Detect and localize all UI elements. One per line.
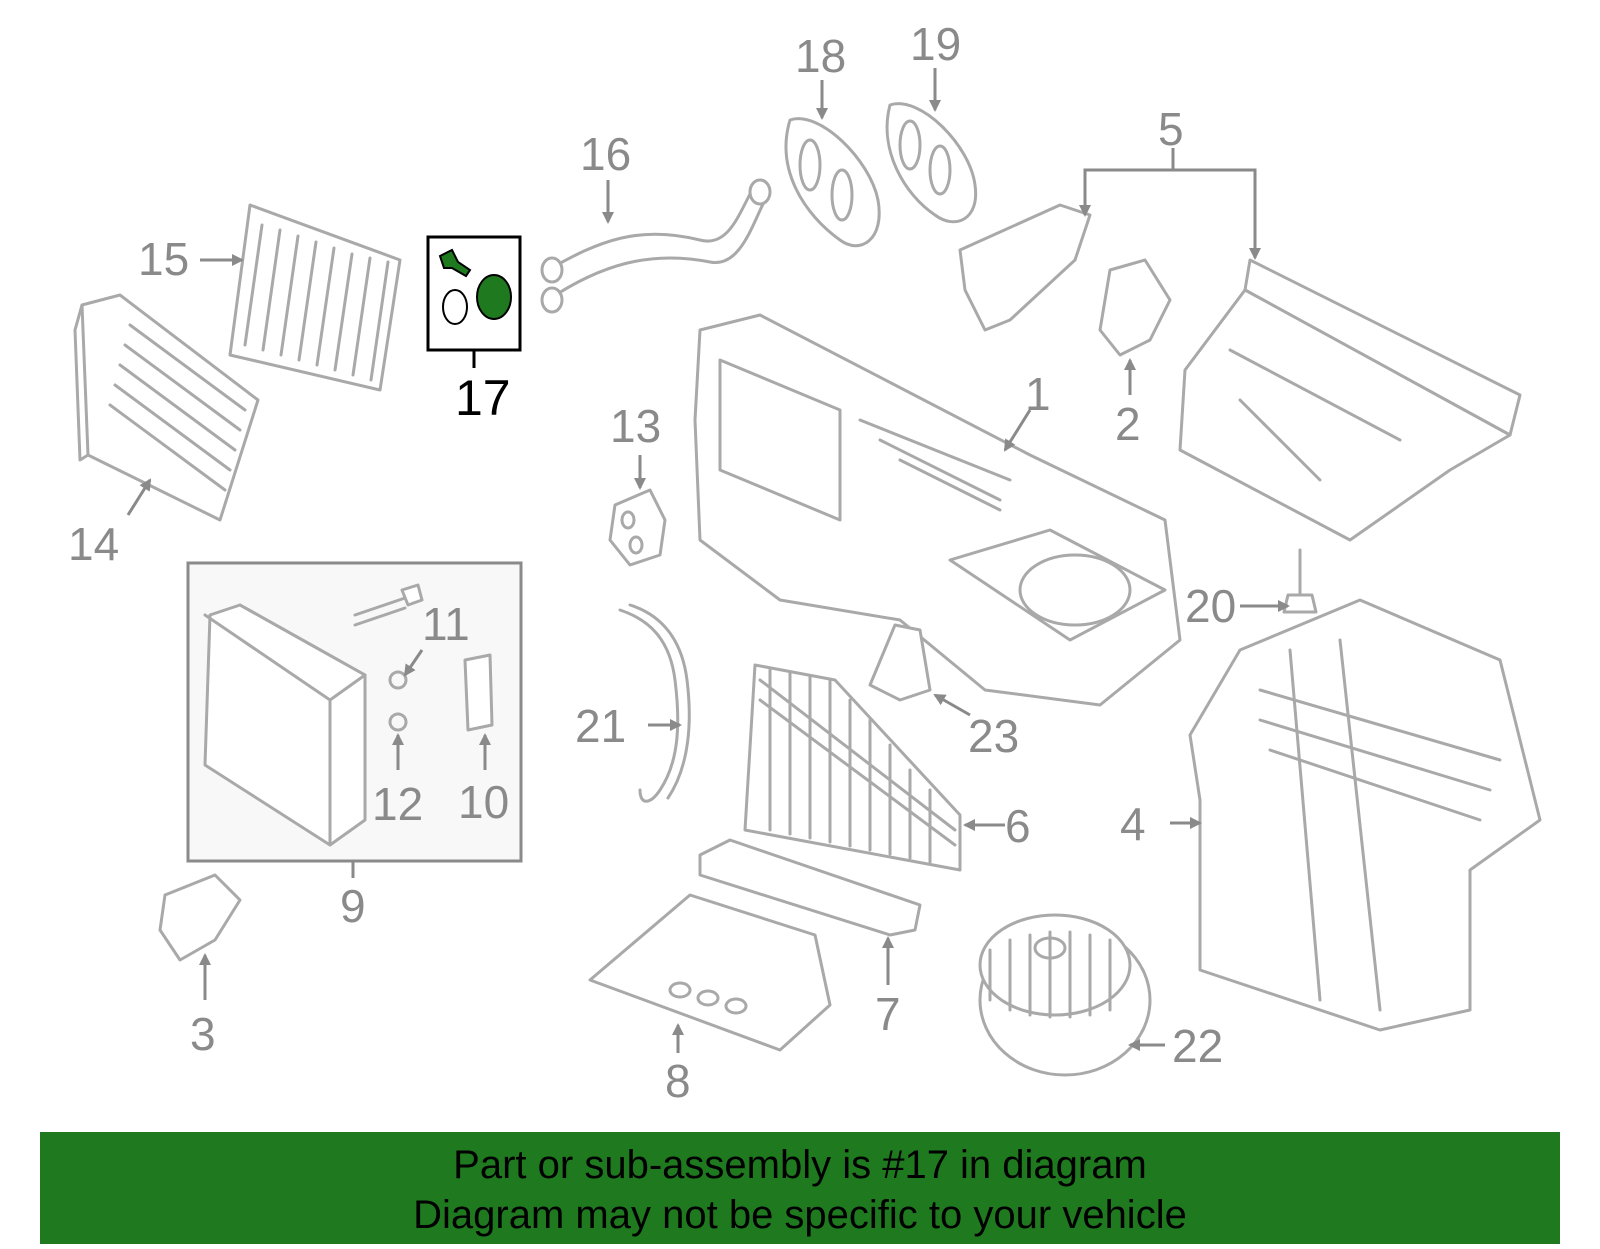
part-7-bracket[interactable] — [698, 838, 922, 937]
callout-19: 19 — [910, 18, 961, 70]
parts-diagram: 1 2 3 4 5 6 7 8 9 10 11 12 13 14 15 16 1… — [68, 18, 1542, 1107]
part-4-housing[interactable] — [1188, 598, 1542, 1032]
part-6-cabin-filter[interactable] — [743, 663, 962, 872]
callout-18: 18 — [795, 30, 846, 82]
part-5-components[interactable] — [958, 203, 1522, 542]
callout-3: 3 — [190, 1008, 216, 1060]
callout-17-highlighted: 17 — [455, 370, 511, 426]
callout-9: 9 — [340, 880, 366, 932]
banner-line-part-info: Part or sub-assembly is #17 in diagram — [453, 1143, 1147, 1187]
part-23-resistor[interactable] — [868, 623, 932, 702]
callout-5: 5 — [1158, 103, 1184, 155]
callout-22: 22 — [1172, 1020, 1223, 1072]
callout-21: 21 — [575, 700, 626, 752]
part-18-grommet[interactable] — [784, 117, 881, 248]
part-14-radiator[interactable] — [73, 293, 260, 522]
callout-4: 4 — [1120, 798, 1146, 850]
part-2-actuator[interactable] — [1098, 258, 1172, 357]
part-3-sensor[interactable] — [158, 873, 242, 962]
callout-7: 7 — [875, 988, 901, 1040]
callout-16: 16 — [580, 128, 631, 180]
banner-line-disclaimer: Diagram may not be specific to your vehi… — [413, 1193, 1187, 1237]
callout-23: 23 — [968, 710, 1019, 762]
callout-13: 13 — [610, 400, 661, 452]
part-9-evaporator-group[interactable] — [186, 561, 523, 863]
callout-2: 2 — [1115, 398, 1141, 450]
callout-8: 8 — [665, 1055, 691, 1107]
part-17-seal-kit[interactable] — [426, 235, 522, 368]
info-banner: Part or sub-assembly is #17 in diagram D… — [40, 1132, 1560, 1244]
part-8-tray[interactable] — [588, 893, 832, 1052]
part-21-hose[interactable] — [618, 603, 691, 803]
part-20-bolt[interactable] — [1282, 548, 1318, 614]
part-16-heater-pipes[interactable] — [540, 178, 772, 314]
callout-11: 11 — [422, 598, 470, 650]
callout-1: 1 — [1025, 368, 1051, 420]
part-13-grommet[interactable] — [608, 488, 667, 567]
callout-14: 14 — [68, 518, 119, 570]
leader-lines — [126, 68, 1290, 1053]
part-15-heater-core[interactable] — [228, 203, 402, 392]
part-22-blower-motor[interactable] — [978, 913, 1152, 1077]
callout-20: 20 — [1185, 580, 1236, 632]
part-1-hvac-housing[interactable] — [693, 313, 1182, 707]
callout-15: 15 — [138, 233, 189, 285]
part-19-grommet[interactable] — [885, 102, 978, 224]
callout-12: 12 — [372, 778, 423, 830]
callout-labels: 1 2 3 4 5 6 7 8 9 10 11 12 13 14 15 16 1… — [68, 18, 1236, 1107]
callout-10: 10 — [458, 776, 509, 828]
callout-6: 6 — [1005, 800, 1031, 852]
